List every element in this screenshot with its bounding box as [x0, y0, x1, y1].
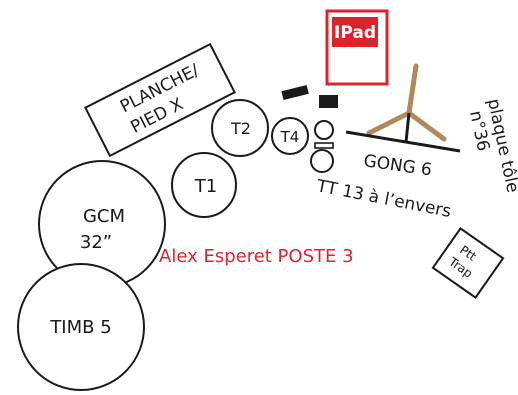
gong-label: GONG 6: [362, 151, 433, 180]
gcm-bass-drum: GCM 32”: [38, 160, 166, 288]
ipad-label: IPad: [334, 23, 376, 43]
timb-label: TIMB 5: [49, 317, 111, 338]
t1-label: T1: [194, 176, 217, 197]
tt-label: TT 13 à l’envers: [314, 176, 453, 222]
tom-t1: T1: [171, 152, 237, 218]
gong-stand: [366, 63, 447, 142]
timbale-5: TIMB 5: [17, 263, 145, 391]
planche-pied-x-board: PLANCHE/ PIED X: [84, 42, 236, 158]
t4-label: T4: [280, 128, 300, 146]
black-bar-right: [319, 95, 338, 108]
petite-trap-box: Ptt Trap: [431, 227, 505, 299]
tom-t4: T4: [271, 117, 309, 155]
ipad-label-background: [332, 17, 378, 47]
tom-t2: T2: [211, 99, 269, 157]
gong-center-post: [404, 112, 411, 143]
gcm-label-line1: GCM: [83, 206, 125, 227]
t2-label: T2: [230, 119, 251, 138]
ipad-box: IPad: [325, 9, 389, 86]
black-bar-left: [281, 84, 309, 100]
stacked-small-circles: [310, 120, 334, 173]
gong-line: [345, 130, 461, 153]
gcm-label-line2: 32”: [80, 232, 112, 253]
poste-label: Alex Esperet POSTE 3: [159, 246, 354, 267]
